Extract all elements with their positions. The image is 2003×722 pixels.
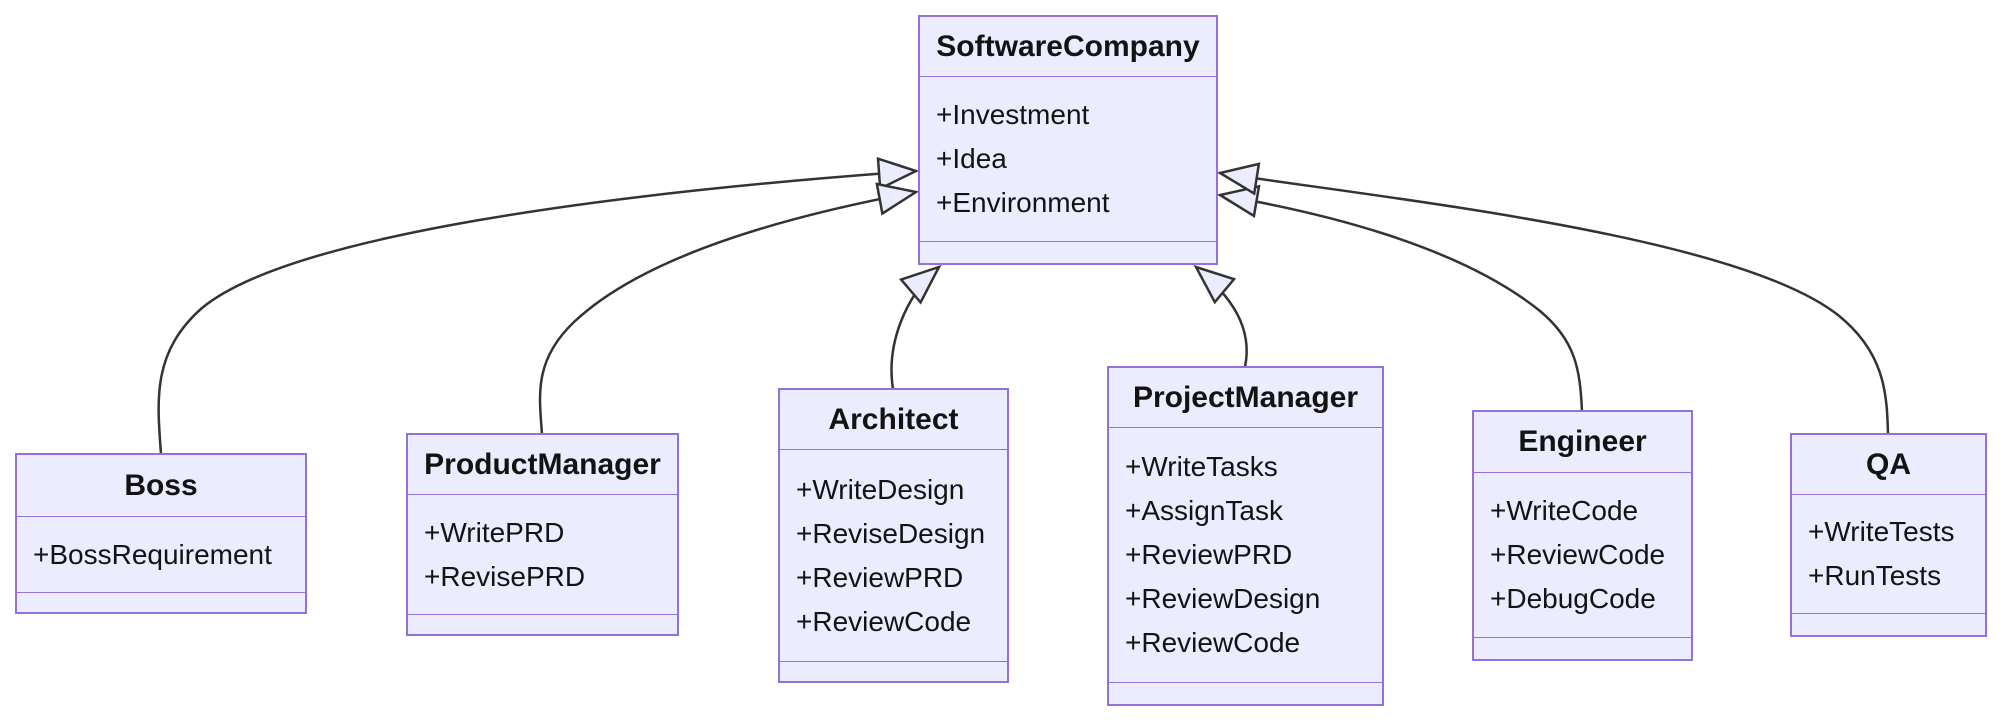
class-attribute: +WriteTests — [1808, 516, 1955, 547]
class-attribute: +BossRequirement — [33, 538, 272, 570]
class-node-softwarecompany: SoftwareCompany +Investment +Idea +Environ… — [918, 15, 1218, 265]
class-attribute: +WriteTasks — [1125, 451, 1278, 482]
class-attribute: +AssignTask — [1125, 495, 1283, 526]
class-attribute: +ReviewCode — [796, 605, 972, 637]
class-attribute: +RevisePRD — [424, 560, 586, 592]
class-attributes: +WritePRD +RevisePRD — [408, 495, 677, 614]
class-methods-empty — [1792, 613, 1985, 635]
class-methods-empty — [17, 592, 305, 612]
class-attributes: +WriteDesign +ReviseDesign +ReviewPRD +Revi… — [780, 450, 1007, 661]
class-node-productmanager: ProductManager +WritePRD +RevisePRD — [406, 433, 679, 636]
inheritance-edge-boss — [157, 156, 920, 455]
class-attribute: +WritePRD — [424, 516, 565, 548]
class-methods-empty — [1474, 637, 1691, 659]
class-attribute: +DebugCode — [1490, 583, 1656, 614]
class-methods-empty — [920, 241, 1216, 263]
class-title: SoftwareCompany — [920, 17, 1216, 77]
inheritance-edge-engineer — [1216, 184, 1584, 412]
class-node-qa: QA +WriteTests +RunTests — [1790, 433, 1987, 637]
inheritance-edge-productmanager — [538, 182, 920, 435]
class-attributes: +BossRequirement — [17, 517, 305, 592]
class-node-architect: Architect +WriteDesign +ReviseDesign +Revi… — [778, 388, 1009, 683]
class-attribute: +ReviewDesign — [1125, 583, 1321, 614]
inheritance-edge-projectmanager — [1193, 264, 1248, 368]
inheritance-edge-qa — [1216, 162, 1890, 435]
class-attribute: +ReviewCode — [1490, 539, 1666, 570]
class-attribute: +WriteDesign — [796, 473, 965, 505]
class-title: ProjectManager — [1109, 368, 1382, 428]
class-title: Boss — [17, 455, 305, 517]
class-methods-empty — [408, 614, 677, 634]
class-attributes: +WriteCode +ReviewCode +DebugCode — [1474, 473, 1691, 637]
class-node-boss: Boss +BossRequirement — [15, 453, 307, 614]
class-attribute: +Idea — [936, 143, 1007, 174]
class-attribute: +ReviewCode — [1125, 627, 1301, 658]
class-methods-empty — [780, 661, 1007, 681]
class-attribute: +ReviseDesign — [796, 517, 986, 549]
class-attribute: +RunTests — [1808, 560, 1942, 591]
class-node-projectmanager: ProjectManager +WriteTasks +AssignTask +Re… — [1107, 366, 1384, 706]
class-title: Architect — [780, 390, 1007, 450]
class-attribute: +Investment — [936, 99, 1090, 130]
class-attribute: +ReviewPRD — [796, 561, 964, 593]
class-attribute: +ReviewPRD — [1125, 539, 1293, 570]
class-methods-empty — [1109, 682, 1382, 704]
inheritance-edge-architect — [890, 264, 942, 390]
class-title: ProductManager — [408, 435, 677, 495]
class-attributes: +WriteTasks +AssignTask +ReviewPRD +ReviewD… — [1109, 428, 1382, 682]
class-title: QA — [1792, 435, 1985, 495]
class-attributes: +Investment +Idea +Environment — [920, 77, 1216, 241]
class-attribute: +Environment — [936, 187, 1110, 218]
class-attributes: +WriteTests +RunTests — [1792, 495, 1985, 613]
class-title: Engineer — [1474, 412, 1691, 473]
class-attribute: +WriteCode — [1490, 495, 1639, 526]
class-node-engineer: Engineer +WriteCode +ReviewCode +DebugCode — [1472, 410, 1693, 661]
